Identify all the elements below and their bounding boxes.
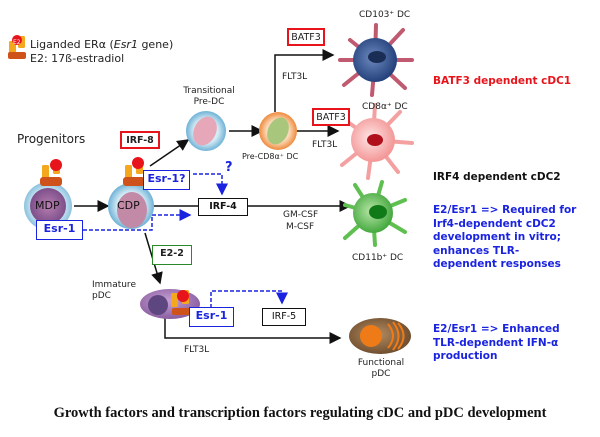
mcsf-label: M-CSF (286, 222, 315, 232)
receptor-icon (8, 35, 26, 59)
dashed-esr1-to-irf4 (83, 209, 192, 231)
immature-pdc-cell (140, 289, 200, 319)
transitional-predc-label: Transitional Pre-DC (182, 86, 236, 108)
cdp-label: CDP (117, 199, 140, 212)
transitional-predc-cell (186, 111, 226, 151)
cd103-dc-label: CD103⁺ DC (359, 10, 411, 20)
pre-cd8-label: Pre-CD8α⁺ DC (242, 152, 299, 161)
cd11b-dc-label: CD11b⁺ DC (352, 253, 404, 263)
functional-pdc-cell (349, 318, 411, 354)
immature-pdc-label: Immature pDC (92, 280, 136, 302)
dashed-esr1q-to-irf4 (193, 173, 228, 196)
legend-text: gene) (137, 38, 174, 51)
legend-text: Liganded ERα ( (30, 38, 114, 51)
legend-gene: Esr1 (113, 38, 138, 51)
label-line: Pre-DC (193, 97, 225, 107)
label-line: Transitional (183, 86, 235, 96)
esr1-question-box: Esr-1? (143, 170, 190, 190)
dashed-arrows (83, 173, 288, 320)
legend-line-2: E2: 17ß-estradiol (30, 52, 125, 65)
flt3l-top-label: FLT3L (282, 72, 308, 82)
cdp-cell (108, 157, 154, 229)
mdp-cell (24, 159, 72, 230)
legend-e2-badge: E2 (13, 39, 21, 46)
note-line: dependent responses (433, 258, 561, 270)
flt3l-mid-label: FLT3L (312, 140, 338, 150)
irf4-box: IRF-4 (198, 198, 248, 216)
note-line: development in vitro; (433, 231, 561, 243)
cdc1-note: BATF3 dependent cDC1 (433, 75, 572, 87)
esr1-left-box: Esr-1 (36, 220, 83, 240)
arrow-cdp-to-predc (149, 139, 190, 167)
arrow-pdc-to-functional (164, 318, 342, 344)
note-line: E2/Esr1 => Enhanced (433, 323, 560, 335)
figure-caption: Growth factors and transcription factors… (53, 405, 547, 421)
label-line: Immature (92, 280, 136, 290)
label-line: Functional (357, 358, 405, 368)
pdc-detail-note: E2/Esr1 => Enhanced TLR-dependent IFN-α … (433, 323, 560, 364)
question-mark: ? (225, 160, 233, 175)
cdc2-note: IRF4 dependent cDC2 (433, 171, 561, 183)
pre-cd8-cell (259, 112, 297, 150)
flt3l-bottom-label: FLT3L (184, 345, 210, 355)
functional-pdc-label: Functional pDC (356, 358, 406, 380)
note-line: TLR-dependent IFN-α (433, 336, 559, 349)
note-line: enhances TLR- (433, 244, 520, 257)
cd8-dc-cell (340, 103, 414, 180)
e22-box: E2-2 (152, 245, 192, 265)
irf5-box: IRF-5 (262, 308, 306, 326)
label-line: pDC (92, 291, 111, 301)
irf8-box: IRF-8 (120, 131, 160, 149)
gmcsf-label: GM-CSF (283, 210, 319, 220)
batf3-mid-box: BATF3 (312, 108, 350, 126)
mdp-label: MDP (35, 199, 60, 212)
cd11b-dc-cell (343, 180, 407, 247)
cd8-dc-label: CD8α⁺ DC (362, 102, 408, 112)
label-line: pDC (371, 369, 391, 379)
esr1-pdc-box: Esr-1 (189, 307, 234, 327)
arrow-precd8-to-cd103 (274, 49, 335, 112)
progenitors-label: Progenitors (17, 132, 86, 146)
batf3-top-box: BATF3 (287, 28, 325, 46)
cd103-dc-cell (338, 23, 414, 97)
note-line: production (433, 350, 498, 362)
note-line: Irf4-dependent cDC2 (433, 217, 556, 230)
cdc2-detail-note: E2/Esr1 => Required for Irf4-dependent c… (433, 204, 576, 272)
dashed-esr1-to-irf5 (210, 290, 288, 320)
pathway-arrows (74, 49, 352, 344)
legend-line-1: Liganded ERα (Esr1 gene) (30, 38, 173, 52)
note-line: E2/Esr1 => Required for (433, 204, 577, 216)
